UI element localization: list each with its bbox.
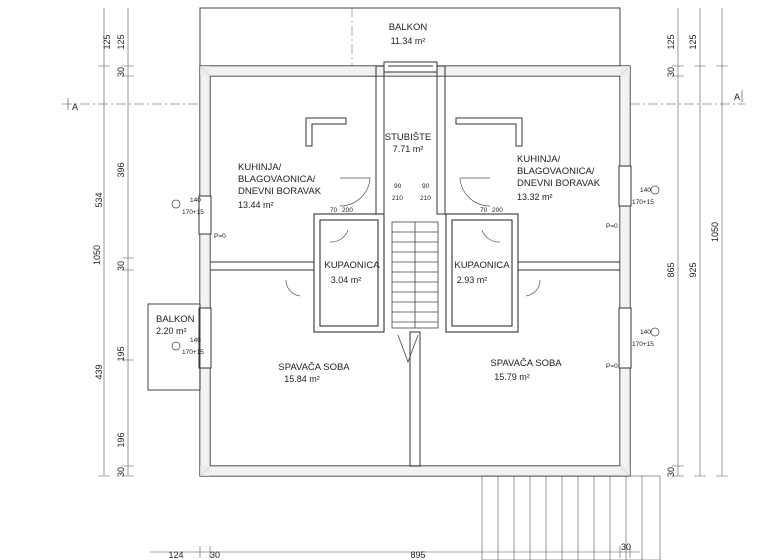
- wall-openings: [198, 165, 632, 369]
- room-kupaonica-right-area: 2.93 m²: [457, 275, 488, 285]
- room-spavaca-left-name: SPAVAČA SOBA: [278, 362, 350, 373]
- dim-right-5: 925: [688, 262, 698, 277]
- door-right-width: 90: [422, 183, 430, 190]
- dim-right-3: 30: [666, 67, 676, 77]
- window-right-top-width: 140: [640, 187, 651, 194]
- dim-left-total: 1050: [92, 245, 102, 265]
- room-kuhinja-right-line1: KUHINJA/: [517, 154, 561, 165]
- window-left-bottom-height: 170+15: [182, 349, 204, 356]
- dim-right-1: 125: [666, 34, 676, 49]
- dim-left-5: 534: [94, 192, 104, 207]
- window-left-top-height: 170+15: [182, 209, 204, 216]
- room-kuhinja-left-line2: BLAGOVAONICA/: [238, 174, 316, 185]
- bath-door-right-width: 70: [480, 207, 488, 214]
- dim-right-total: 1050: [710, 222, 720, 242]
- dim-left-10: 30: [116, 467, 126, 477]
- section-marker-left: A: [72, 102, 78, 112]
- section-marker-right: A: [734, 92, 740, 102]
- dim-right-2: 125: [688, 34, 698, 49]
- balcony-left-outline: [147, 303, 201, 391]
- room-kupaonica-left-name: KUPAONICA: [324, 260, 380, 271]
- dim-bottom-1: 124: [168, 550, 183, 560]
- window-right-bottom-width: 140: [640, 329, 651, 336]
- room-kuhinja-left-area: 13.44 m²: [238, 200, 274, 210]
- bath-door-left-width: 70: [330, 207, 338, 214]
- room-stubiste-area: 7.71 m²: [393, 144, 424, 154]
- dimension-lines-right: [672, 8, 728, 477]
- room-kupaonica-left-area: 3.04 m²: [331, 275, 362, 285]
- bathroom-left: [313, 213, 385, 333]
- dimension-lines-left: [98, 8, 134, 477]
- bath-door-left-height: 200: [342, 207, 353, 214]
- room-kuhinja-right-line3: DNEVNI BORAVAK: [517, 178, 601, 189]
- dim-left-8: 439: [94, 364, 104, 379]
- room-kupaonica-right-name: KUPAONICA: [454, 260, 510, 271]
- room-spavaca-right-name: SPAVAČA SOBA: [490, 358, 562, 369]
- room-spavaca-left-area: 15.84 m²: [284, 374, 320, 384]
- dim-bottom-3: 895: [410, 550, 425, 560]
- dimension-line-bottom: [150, 546, 640, 558]
- stair-hall-walls: [375, 61, 446, 215]
- kitchen-counters: [305, 117, 523, 147]
- room-balkon-left-area: 2.20 m²: [156, 326, 187, 336]
- wall-fill-bottom: [200, 466, 630, 476]
- dim-left-4: 396: [116, 162, 126, 177]
- exterior-steps: [481, 475, 661, 560]
- dim-left-9: 196: [116, 432, 126, 447]
- partition-walls: [210, 261, 620, 467]
- parapet-right-top: P=0: [606, 223, 618, 230]
- window-tags: [171, 185, 660, 351]
- window-right-bottom-height: 170+15: [632, 341, 654, 348]
- window-right-top-height: 170+15: [632, 199, 654, 206]
- room-kuhinja-right-line2: BLAGOVAONICA/: [517, 166, 595, 177]
- room-kuhinja-left-line3: DNEVNI BORAVAK: [238, 186, 322, 197]
- room-stubiste-name: STUBIŠTE: [385, 132, 431, 143]
- parapet-left: P=0: [214, 233, 226, 240]
- parapet-right-bottom: P=0: [606, 363, 618, 370]
- room-balkon-left-name: BALKON: [156, 314, 195, 325]
- dim-left-2: 125: [116, 34, 126, 49]
- wall-fill-left: [200, 66, 210, 476]
- room-balkon-top-area: 11.34 m²: [391, 36, 426, 46]
- room-kuhinja-left-line1: KUHINJA/: [238, 162, 282, 173]
- window-left-bottom-width: 140: [190, 337, 201, 344]
- door-swings: [285, 177, 541, 297]
- door-left-width: 90: [394, 183, 402, 190]
- room-balkon-top-name: BALKON: [389, 22, 428, 33]
- dim-left-3: 30: [116, 67, 126, 77]
- dim-left-1: 125: [102, 34, 112, 49]
- dim-right-4: 865: [666, 262, 676, 277]
- window-left-top-width: 140: [190, 197, 201, 204]
- dim-bottom-4: 30: [621, 542, 631, 552]
- wall-fill-right: [620, 66, 630, 476]
- staircase: [391, 221, 439, 364]
- dim-bottom-2: 30: [210, 550, 220, 560]
- door-left-height: 210: [392, 195, 403, 202]
- section-line: [62, 90, 745, 110]
- dim-right-6: 30: [666, 467, 676, 477]
- bath-door-right-height: 200: [492, 207, 503, 214]
- room-spavaca-right-area: 15.79 m²: [494, 372, 530, 382]
- door-right-height: 210: [420, 195, 431, 202]
- room-kuhinja-right-area: 13.32 m²: [517, 192, 553, 202]
- bathroom-right: [445, 213, 519, 333]
- dim-left-6: 30: [116, 261, 126, 271]
- dim-left-7: 195: [116, 346, 126, 361]
